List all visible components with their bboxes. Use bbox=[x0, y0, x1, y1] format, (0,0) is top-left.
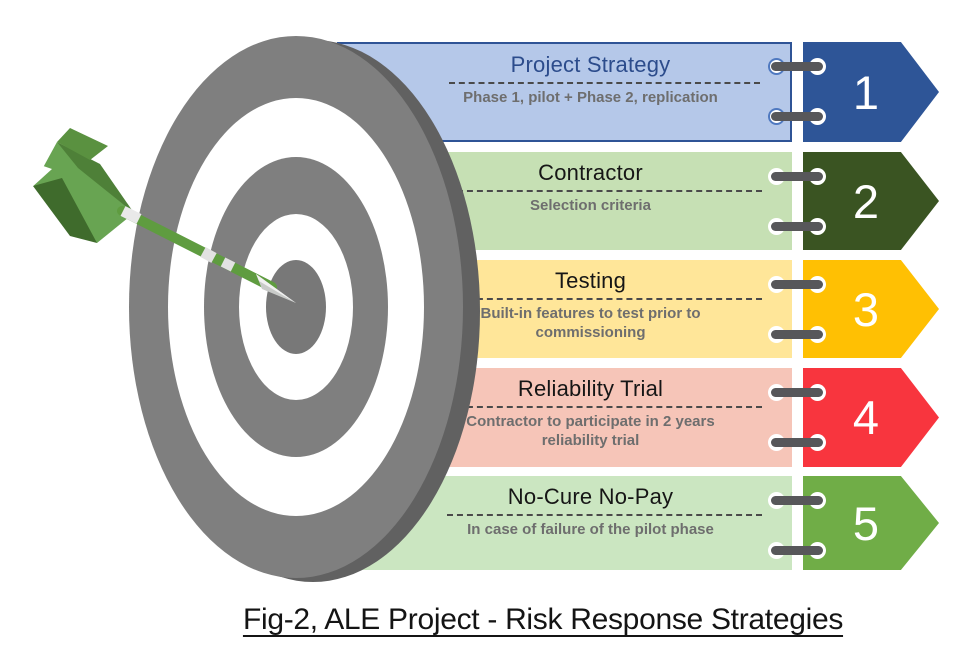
strip-subtitle: Built-in features to test prior to commi… bbox=[480, 305, 701, 341]
divider-dashed-line bbox=[447, 190, 762, 192]
staple-bar-icon bbox=[771, 438, 823, 447]
staple-bar-icon bbox=[771, 330, 823, 339]
number-pennant: 1 bbox=[803, 42, 939, 142]
strip-subtitle: In case of failure of the pilot phase bbox=[467, 521, 714, 538]
strip-title: Contractor bbox=[538, 160, 643, 185]
figure-caption: Fig-2, ALE Project - Risk Response Strat… bbox=[242, 603, 844, 636]
staple-icon bbox=[768, 492, 826, 509]
strip-banner: Testing Built-in features to test prior … bbox=[337, 260, 792, 358]
divider-dashed-line bbox=[449, 82, 760, 84]
staple-icon bbox=[768, 542, 826, 559]
strategy-strip-5: No-Cure No-Pay In case of failure of the… bbox=[0, 476, 980, 570]
strip-banner: Contractor Selection criteria bbox=[337, 152, 792, 250]
staple-icon bbox=[768, 326, 826, 343]
strip-subtitle: Contractor to participate in 2 years rel… bbox=[466, 413, 715, 449]
staple-bar-icon bbox=[771, 546, 823, 555]
staple-bar-icon bbox=[771, 496, 823, 505]
strip-content: Reliability Trial Contractor to particip… bbox=[445, 375, 762, 450]
number-pennant: 4 bbox=[803, 368, 939, 467]
strip-title: No-Cure No-Pay bbox=[507, 484, 674, 509]
strip-content: Testing Built-in features to test prior … bbox=[445, 267, 762, 342]
divider-dashed-line bbox=[447, 514, 762, 516]
staple-icon bbox=[768, 434, 826, 451]
strip-title: Project Strategy bbox=[510, 52, 671, 77]
strip-content: Project Strategy Phase 1, pilot + Phase … bbox=[447, 51, 760, 107]
staple-bar-icon bbox=[771, 388, 823, 397]
staple-bar-icon bbox=[771, 112, 823, 121]
strip-banner: No-Cure No-Pay In case of failure of the… bbox=[337, 476, 792, 570]
strategy-strip-4: Reliability Trial Contractor to particip… bbox=[0, 368, 980, 467]
step-number: 1 bbox=[852, 65, 880, 119]
strip-content: No-Cure No-Pay In case of failure of the… bbox=[445, 483, 762, 539]
divider-dashed-line bbox=[447, 298, 762, 300]
staple-icon bbox=[768, 58, 826, 75]
strip-title: Reliability Trial bbox=[517, 376, 664, 401]
step-number: 4 bbox=[852, 391, 880, 444]
staple-icon bbox=[768, 218, 826, 235]
strip-content: Contractor Selection criteria bbox=[445, 159, 762, 215]
strip-banner: Project Strategy Phase 1, pilot + Phase … bbox=[337, 42, 792, 142]
strip-banner: Reliability Trial Contractor to particip… bbox=[337, 368, 792, 467]
staple-bar-icon bbox=[771, 172, 823, 181]
number-pennant: 2 bbox=[803, 152, 939, 250]
strategy-strip-3: Testing Built-in features to test prior … bbox=[0, 260, 980, 358]
staple-icon bbox=[768, 168, 826, 185]
strip-subtitle: Selection criteria bbox=[530, 197, 651, 214]
step-number: 2 bbox=[852, 174, 880, 228]
strategy-strip-1: Project Strategy Phase 1, pilot + Phase … bbox=[0, 42, 980, 142]
staple-bar-icon bbox=[771, 280, 823, 289]
strip-title: Testing bbox=[554, 268, 627, 293]
staple-icon bbox=[768, 108, 826, 125]
staple-bar-icon bbox=[771, 62, 823, 71]
staple-icon bbox=[768, 276, 826, 293]
step-number: 3 bbox=[852, 282, 880, 336]
number-pennant: 3 bbox=[803, 260, 939, 358]
divider-dashed-line bbox=[447, 406, 762, 408]
strategy-strip-2: Contractor Selection criteria 2 bbox=[0, 152, 980, 250]
staple-icon bbox=[768, 384, 826, 401]
strip-subtitle: Phase 1, pilot + Phase 2, replication bbox=[463, 89, 718, 106]
staple-bar-icon bbox=[771, 222, 823, 231]
step-number: 5 bbox=[852, 496, 880, 550]
